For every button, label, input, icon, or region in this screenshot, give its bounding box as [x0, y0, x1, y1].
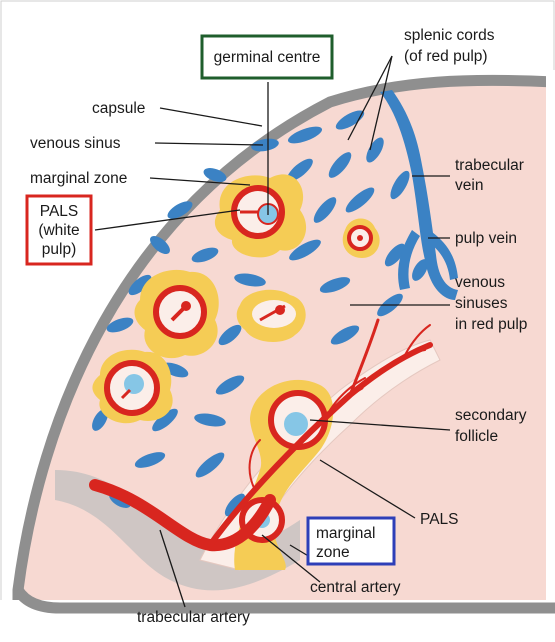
leader-lines [94, 55, 451, 608]
germinal-centre-box [200, 34, 334, 80]
capsule-label: capsule [92, 100, 145, 117]
pals-white-pulp-label-2: (white [38, 222, 79, 239]
trabecular-vein-label: trabecular [455, 157, 524, 174]
central-artery-label: central artery [310, 579, 401, 596]
pals-label: PALS [420, 511, 459, 528]
secondary-follicle-label: secondary [455, 407, 527, 424]
trabecular-vein-label-2: vein [455, 177, 483, 194]
pals-white-pulp-label: PALS [40, 203, 79, 220]
follicle-top [214, 174, 307, 258]
marginal-zone-box-label-2: zone [316, 544, 350, 561]
pals-white-pulp-label-3: pulp) [42, 241, 76, 258]
arteries [89, 318, 433, 552]
pulp-vein [398, 230, 458, 290]
pulp-vein-label: pulp vein [455, 230, 517, 247]
venous-sinuses-label-2: sinuses [455, 295, 508, 312]
follicle-small-right [342, 218, 380, 258]
trabecular-artery-label: trabecular artery [137, 609, 250, 626]
germinal-centre-label: germinal centre [214, 49, 321, 66]
venous-sinuses [92, 110, 428, 517]
splenic-cords-label-2: (of red pulp) [404, 48, 488, 65]
venous-sinuses-label-3: in red pulp [455, 316, 527, 333]
venous-sinus-label: venous sinus [30, 135, 121, 152]
splenic-cords-label: splenic cords [404, 27, 495, 44]
trabecular-vein [380, 90, 458, 300]
follicle-mid-left [134, 269, 219, 359]
secondary-follicle-label-2: follicle [455, 428, 498, 445]
follicle-mid-right [236, 289, 306, 342]
marginal-zone-box [306, 516, 396, 566]
marginal-zone-box-label: marginal [316, 525, 375, 542]
pals-white-pulp-box [25, 194, 93, 266]
venous-sinuses-label: venous [455, 274, 505, 291]
follicle-lower-left [92, 349, 173, 424]
marginal-zone-label: marginal zone [30, 170, 127, 187]
